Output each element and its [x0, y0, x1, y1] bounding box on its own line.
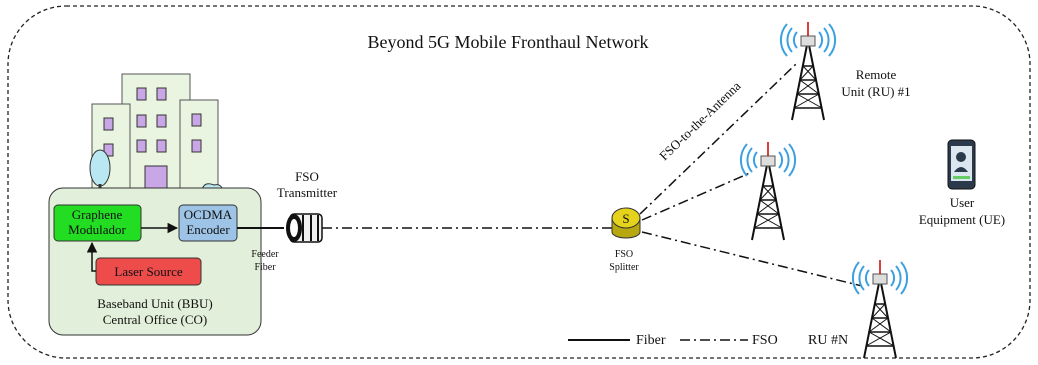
splitter-symbol: S — [622, 211, 629, 226]
bbu-caption-1: Baseband Unit (BBU) — [97, 296, 213, 311]
antenna-tower-icon-run — [851, 259, 909, 359]
legend-fso-label: FSO — [752, 333, 778, 348]
graphene-modulator-label-1: Graphene — [72, 207, 123, 222]
remote-unit-1-label-2: Unit (RU) #1 — [841, 84, 910, 99]
smartphone-icon — [947, 139, 976, 190]
feeder-fiber-label-2: Fiber — [254, 262, 276, 273]
fso-link-ru1 — [639, 63, 797, 215]
laser-source-label: Laser Source — [114, 264, 182, 279]
ocdma-encoder-block — [178, 204, 238, 242]
user-equipment-label-2: Equipment (UE) — [919, 212, 1005, 227]
fso-transmitter-icon — [286, 213, 323, 243]
fso-transmitter-label-1: FSO — [295, 169, 319, 184]
legend-fiber-label: Fiber — [636, 333, 666, 348]
fso-to-antenna-label: FSO-to-the-Antenna — [656, 78, 743, 163]
fso-link-ru2 — [641, 171, 753, 221]
antenna-tower-icon-ru2 — [739, 141, 797, 241]
fso-link-run — [641, 231, 863, 287]
ocdma-encoder-label-1: OCDMA — [184, 207, 233, 222]
fso-splitter-label-2: Splitter — [609, 262, 639, 273]
remote-unit-1-label-1: Remote — [856, 67, 897, 82]
network-boundary — [7, 5, 1031, 359]
user-equipment-label-1: User — [950, 195, 975, 210]
graphene-modulator-label-2: Modulador — [68, 222, 126, 237]
diagram-title: Beyond 5G Mobile Fronthaul Network — [368, 32, 649, 52]
fso-splitter-label-1: FSO — [615, 249, 633, 260]
ru-n-label: RU #N — [808, 333, 848, 348]
building-icon — [91, 73, 219, 205]
laser-to-modulator-arrow — [86, 241, 98, 272]
ocdma-encoder-label-2: Encoder — [186, 222, 230, 237]
graphene-modulator-block — [53, 204, 142, 242]
feeder-fiber-label-1: Feeder — [251, 249, 279, 260]
fso-transmitter-label-2: Transmitter — [277, 185, 338, 200]
bbu-caption-2: Central Office (CO) — [103, 312, 207, 327]
splitter-icon — [611, 207, 641, 239]
